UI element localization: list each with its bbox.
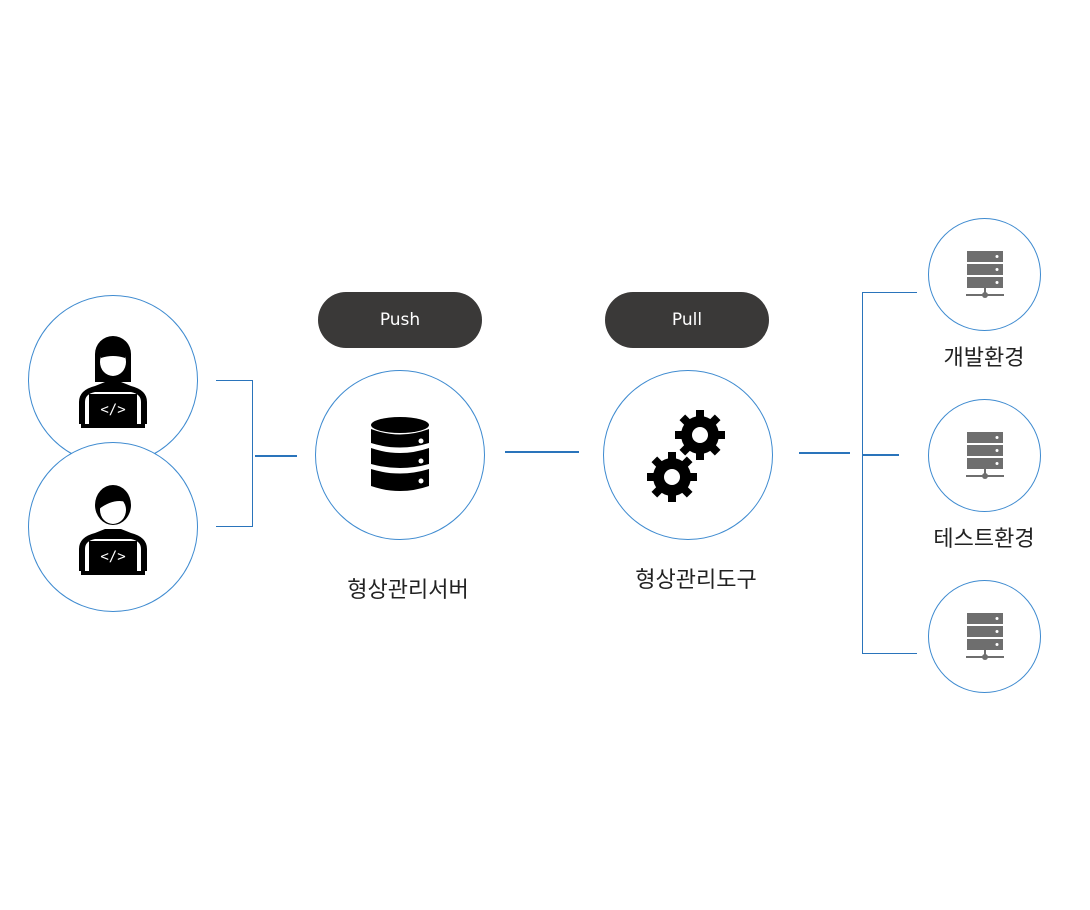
pull-badge: Pull <box>605 292 769 348</box>
push-badge: Push <box>318 292 482 348</box>
test-environment-node <box>928 399 1041 512</box>
svg-text:</>: </> <box>100 549 125 565</box>
svg-text:</>: </> <box>100 402 125 418</box>
connector-line <box>799 452 850 454</box>
test-environment-label: 테스트환경 <box>933 527 1035 552</box>
server-icon <box>965 612 1004 660</box>
scm-server-label: 형상관리서버 <box>347 578 469 603</box>
gears-icon <box>647 410 725 502</box>
scm-server-node <box>315 370 485 540</box>
connector-line <box>216 526 253 527</box>
connector-line <box>862 653 917 654</box>
developer-female-icon: </> <box>79 336 147 428</box>
database-icon <box>371 417 429 491</box>
dev-environment-label: 개발환경 <box>943 346 1025 371</box>
connector-line <box>255 455 297 457</box>
developer-female-node: </> <box>28 295 198 465</box>
connector-line <box>505 451 579 453</box>
connector-line <box>862 292 917 293</box>
connector-line <box>862 454 899 456</box>
connector-line <box>216 380 253 381</box>
connector-line <box>862 292 863 654</box>
server-icon <box>965 431 1004 479</box>
scm-tool-label: 형상관리도구 <box>635 568 757 593</box>
server-icon <box>965 250 1004 298</box>
dev-environment-node <box>928 218 1041 331</box>
developer-male-node: </> <box>28 442 198 612</box>
environment-node <box>928 580 1041 693</box>
developer-male-icon: </> <box>79 485 147 575</box>
connector-line <box>252 380 253 527</box>
scm-tool-node <box>603 370 773 540</box>
